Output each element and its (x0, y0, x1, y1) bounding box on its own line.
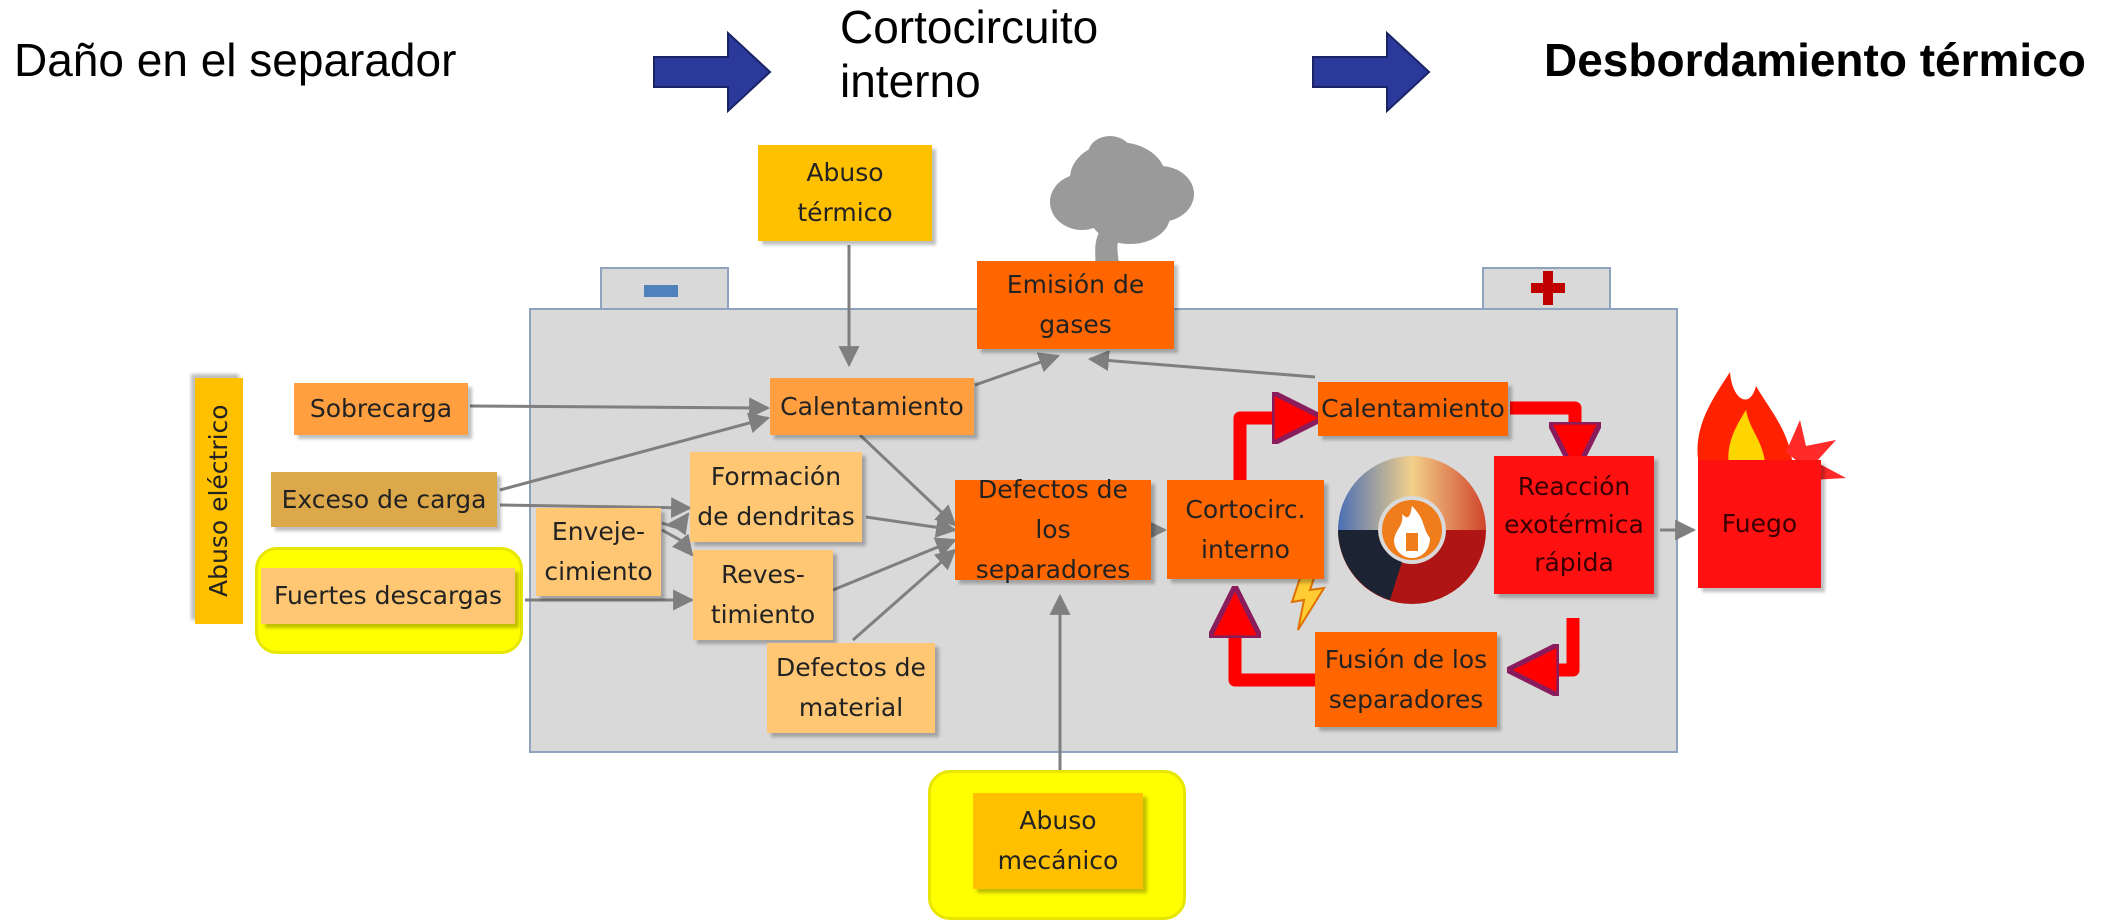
box-fusion-line-1: Fusión de los (1324, 644, 1488, 674)
box-reaccion-line-3: rápida (1534, 548, 1614, 577)
box-revestimiento: Reves- timiento (693, 550, 833, 640)
box-emision-gases-line-2: gases (1039, 310, 1112, 339)
box-defectos-material: Defectos de material (767, 643, 935, 733)
box-emision-gases: Emisión de gases (977, 261, 1174, 349)
box-reaccion-line-2: exotérmica (1504, 510, 1644, 539)
cycle-arrows (1235, 408, 1575, 680)
box-abuso-mecanico-line-2: mecánico (997, 846, 1119, 875)
box-abuso-termico-line-2: térmico (797, 198, 893, 227)
box-revestimiento-line-2: timiento (710, 600, 816, 629)
box-cortocircuito-line-1: Cortocirc. (1185, 494, 1306, 524)
smoke-cloud-icon (1050, 136, 1194, 275)
box-abuso-termico: Abuso térmico (758, 145, 932, 241)
box-revestimiento-line-1: Reves- (721, 560, 805, 589)
box-defectos-separadores-line-2: separadores (975, 555, 1131, 584)
box-reaccion-line-1: Reacción (1517, 472, 1631, 501)
box-envejecimiento: Enveje- cimiento (536, 508, 661, 596)
header-step-2-line-1: Cortocircuito (840, 1, 1099, 53)
connectors (469, 245, 1697, 793)
box-calentamiento-right: Calentamiento (1318, 382, 1508, 436)
plus-icon (1531, 271, 1565, 305)
box-cortocircuito-line-2: interno (1201, 534, 1290, 564)
box-fusion-separadores: Fusión de los separadores (1315, 632, 1497, 727)
box-abuso-mecanico: Abuso mecánico (973, 793, 1143, 889)
box-emision-gases-line-1: Emisión de (1006, 270, 1145, 299)
box-defectos-separadores: Defectos de los separadores (955, 475, 1151, 584)
box-fuertes-descargas: Fuertes descargas (261, 568, 515, 624)
box-abuso-termico-line-1: Abuso (806, 158, 884, 187)
fire-icon (1697, 372, 1846, 480)
box-exceso-carga: Exceso de carga (271, 472, 497, 527)
box-sobrecarga: Sobrecarga (294, 383, 468, 435)
box-reaccion-exotermica: Reacción exotérmica rápida (1494, 456, 1654, 594)
header-step-2: Cortocircuito interno (840, 0, 1098, 108)
box-defectos-material-line-1: Defectos de (776, 653, 926, 682)
header-arrow-2 (1312, 30, 1431, 114)
box-formacion-dendritas: Formación de dendritas (690, 452, 862, 542)
battery-fire-icon (1338, 456, 1486, 604)
box-abuso-mecanico-line-1: Abuso (1019, 806, 1097, 835)
box-formacion-dendritas-line-2: de dendritas (697, 502, 855, 531)
box-calentamiento-left: Calentamiento (770, 378, 974, 435)
header-step-1: Daño en el separador (14, 34, 457, 86)
header-step-3: Desbordamiento térmico (1544, 34, 2086, 86)
box-abuso-electrico: Abuso eléctrico (195, 378, 243, 624)
box-defectos-material-line-2: material (798, 693, 904, 722)
box-envejecimiento-line-2: cimiento (544, 557, 653, 586)
box-cortocircuito: Cortocirc. interno (1167, 480, 1324, 579)
box-formacion-dendritas-line-1: Formación (710, 462, 842, 491)
box-envejecimiento-line-1: Enveje- (551, 517, 646, 546)
minus-icon (644, 285, 678, 297)
box-fuego: Fuego (1698, 460, 1821, 588)
box-defectos-separadores-line-1: Defectos de los (978, 475, 1128, 544)
header-step-2-line-2: interno (840, 55, 981, 107)
header-arrow-1 (653, 30, 772, 114)
box-fusion-line-2: separadores (1328, 684, 1484, 714)
